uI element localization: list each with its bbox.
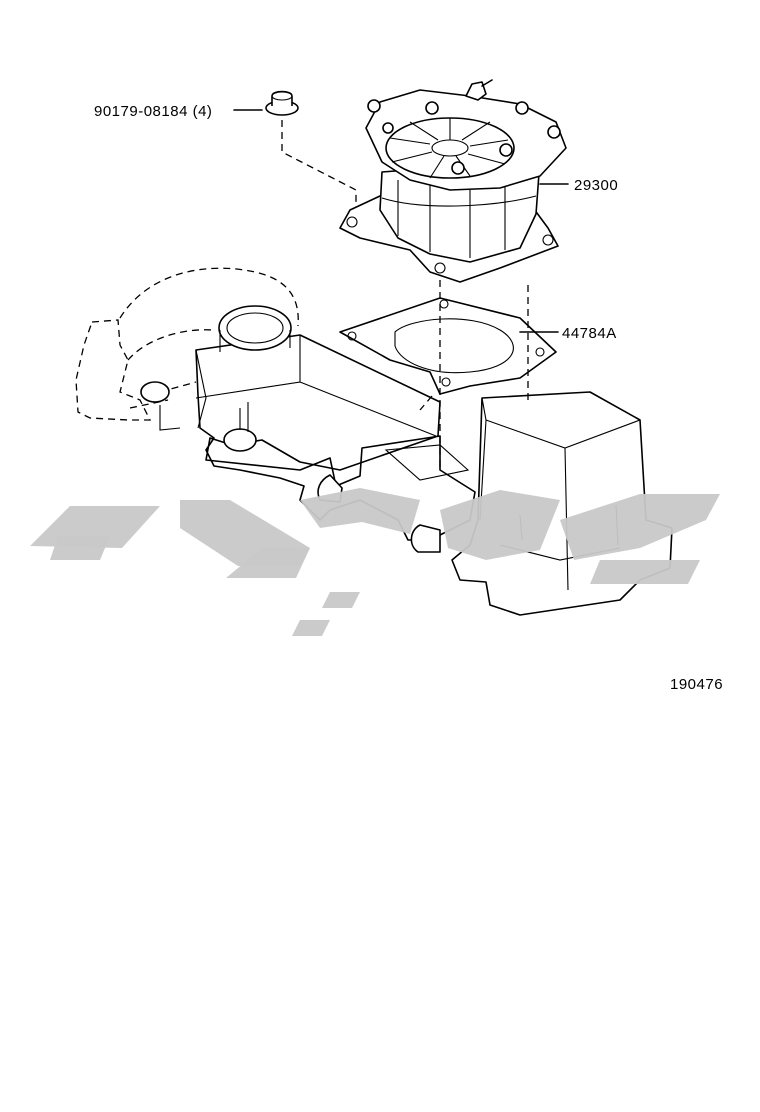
gasket-44784A	[339, 297, 557, 395]
label-bolt: 90179-08184 (4)	[94, 103, 212, 120]
bolt-90179-08184	[265, 90, 299, 116]
leader-lines	[233, 109, 569, 333]
label-pump: 29300	[574, 177, 618, 194]
watermark-logo	[30, 488, 720, 636]
label-gasket: 44784A	[562, 325, 617, 342]
alignment-lines	[281, 108, 529, 470]
label-diagram-id: 190476	[670, 676, 723, 693]
vacuum-pump-29300	[339, 79, 567, 283]
